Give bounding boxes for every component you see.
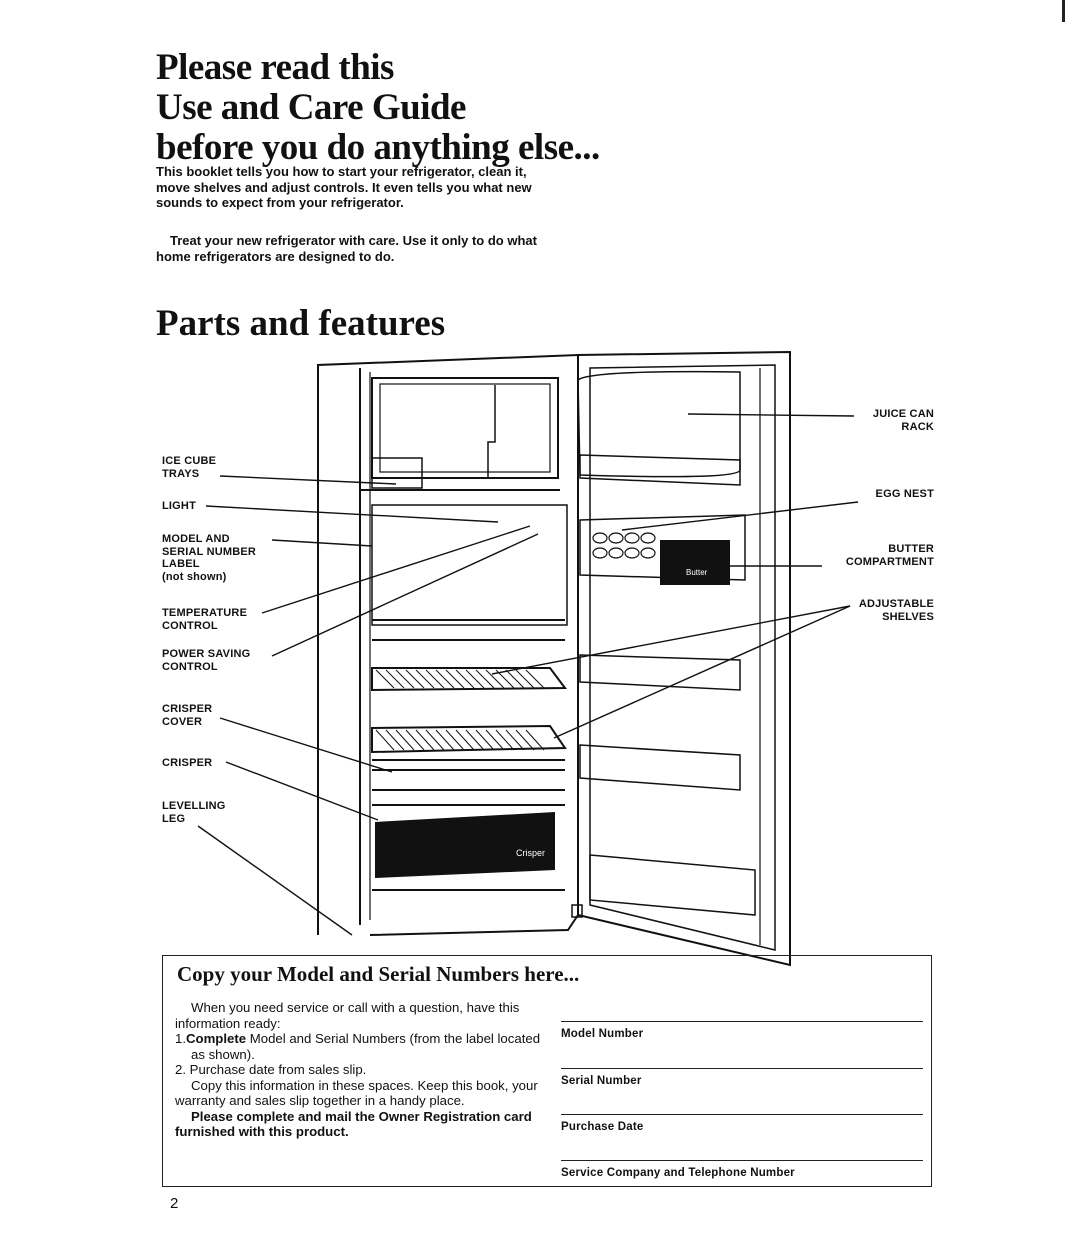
label-temperature-control: TEMPERATURE CONTROL [162,607,248,632]
leader-lines [197,413,859,936]
model-serial-box: Copy your Model and Serial Numbers here.… [162,955,932,1187]
label-adjustable-shelves: ADJUSTABLE SHELVES [858,598,934,623]
copy-box-title: Copy your Model and Serial Numbers here.… [177,962,580,986]
copy-item-2-text: Purchase date from sales slip. [186,1062,367,1077]
page-number: 2 [170,1195,179,1212]
label-crisper-cover: CRISPER COVER [162,703,213,728]
copy-box-instructions: When you need service or call with a que… [175,1000,555,1140]
intro-paragraph-2: Treat your new refrigerator with care. U… [156,233,537,264]
edge-mark [1062,0,1065,22]
copy-item-1-number: 1. [175,1031,186,1046]
parts-title: Parts and features [156,303,446,344]
title-line-3: before you do anything else... [156,127,600,168]
copy-text-1: When you need service or call with a que… [175,1000,520,1031]
copy-item-1-text: Model and Serial Numbers (from the label… [191,1031,541,1062]
copy-item-2-number: 2. [175,1062,186,1077]
label-light: LIGHT [162,500,196,512]
title-line-1: Please read this [156,47,394,88]
butter-door [660,540,730,585]
purchase-date-field[interactable]: Purchase Date [561,1114,923,1133]
label-model-serial: MODEL AND SERIAL NUMBER LABEL (not shown… [162,533,257,583]
title-line-2: Use and Care Guide [156,87,466,128]
serial-number-label: Serial Number [561,1075,642,1087]
shelf-hatching [375,669,545,751]
copy-item-1: 1.Complete Model and Serial Numbers (fro… [175,1031,555,1062]
model-number-label: Model Number [561,1028,644,1040]
butter-door-text: Butter [686,568,708,577]
intro-paragraph-1: This booklet tells you how to start your… [156,164,532,210]
service-company-field[interactable]: Service Company and Telephone Number [561,1160,923,1179]
label-crisper: CRISPER [162,757,213,769]
label-power-saving-control: POWER SAVING CONTROL [162,648,251,673]
label-levelling-leg: LEVELLING LEG [162,800,226,825]
label-juice-can-rack: JUICE CAN RACK [872,408,934,433]
model-number-field[interactable]: Model Number [561,1021,923,1040]
label-egg-nest: EGG NEST [875,488,934,500]
copy-item-1-bold: Complete [186,1031,247,1046]
copy-text-3: Please complete and mail the Owner Regis… [175,1108,532,1140]
service-company-label: Service Company and Telephone Number [561,1167,795,1179]
crisper-drawer [375,812,555,878]
label-butter-compartment: BUTTER COMPARTMENT [845,543,934,568]
copy-item-2: 2. Purchase date from sales slip. [175,1062,555,1078]
copy-text-2: Copy this information in these spaces. K… [175,1077,538,1109]
label-ice-cube-trays: ICE CUBE TRAYS [162,455,217,480]
serial-number-field[interactable]: Serial Number [561,1068,923,1087]
refrigerator-cabinet [317,350,791,967]
purchase-date-label: Purchase Date [561,1121,644,1133]
crisper-drawer-text: Crisper [516,848,545,858]
